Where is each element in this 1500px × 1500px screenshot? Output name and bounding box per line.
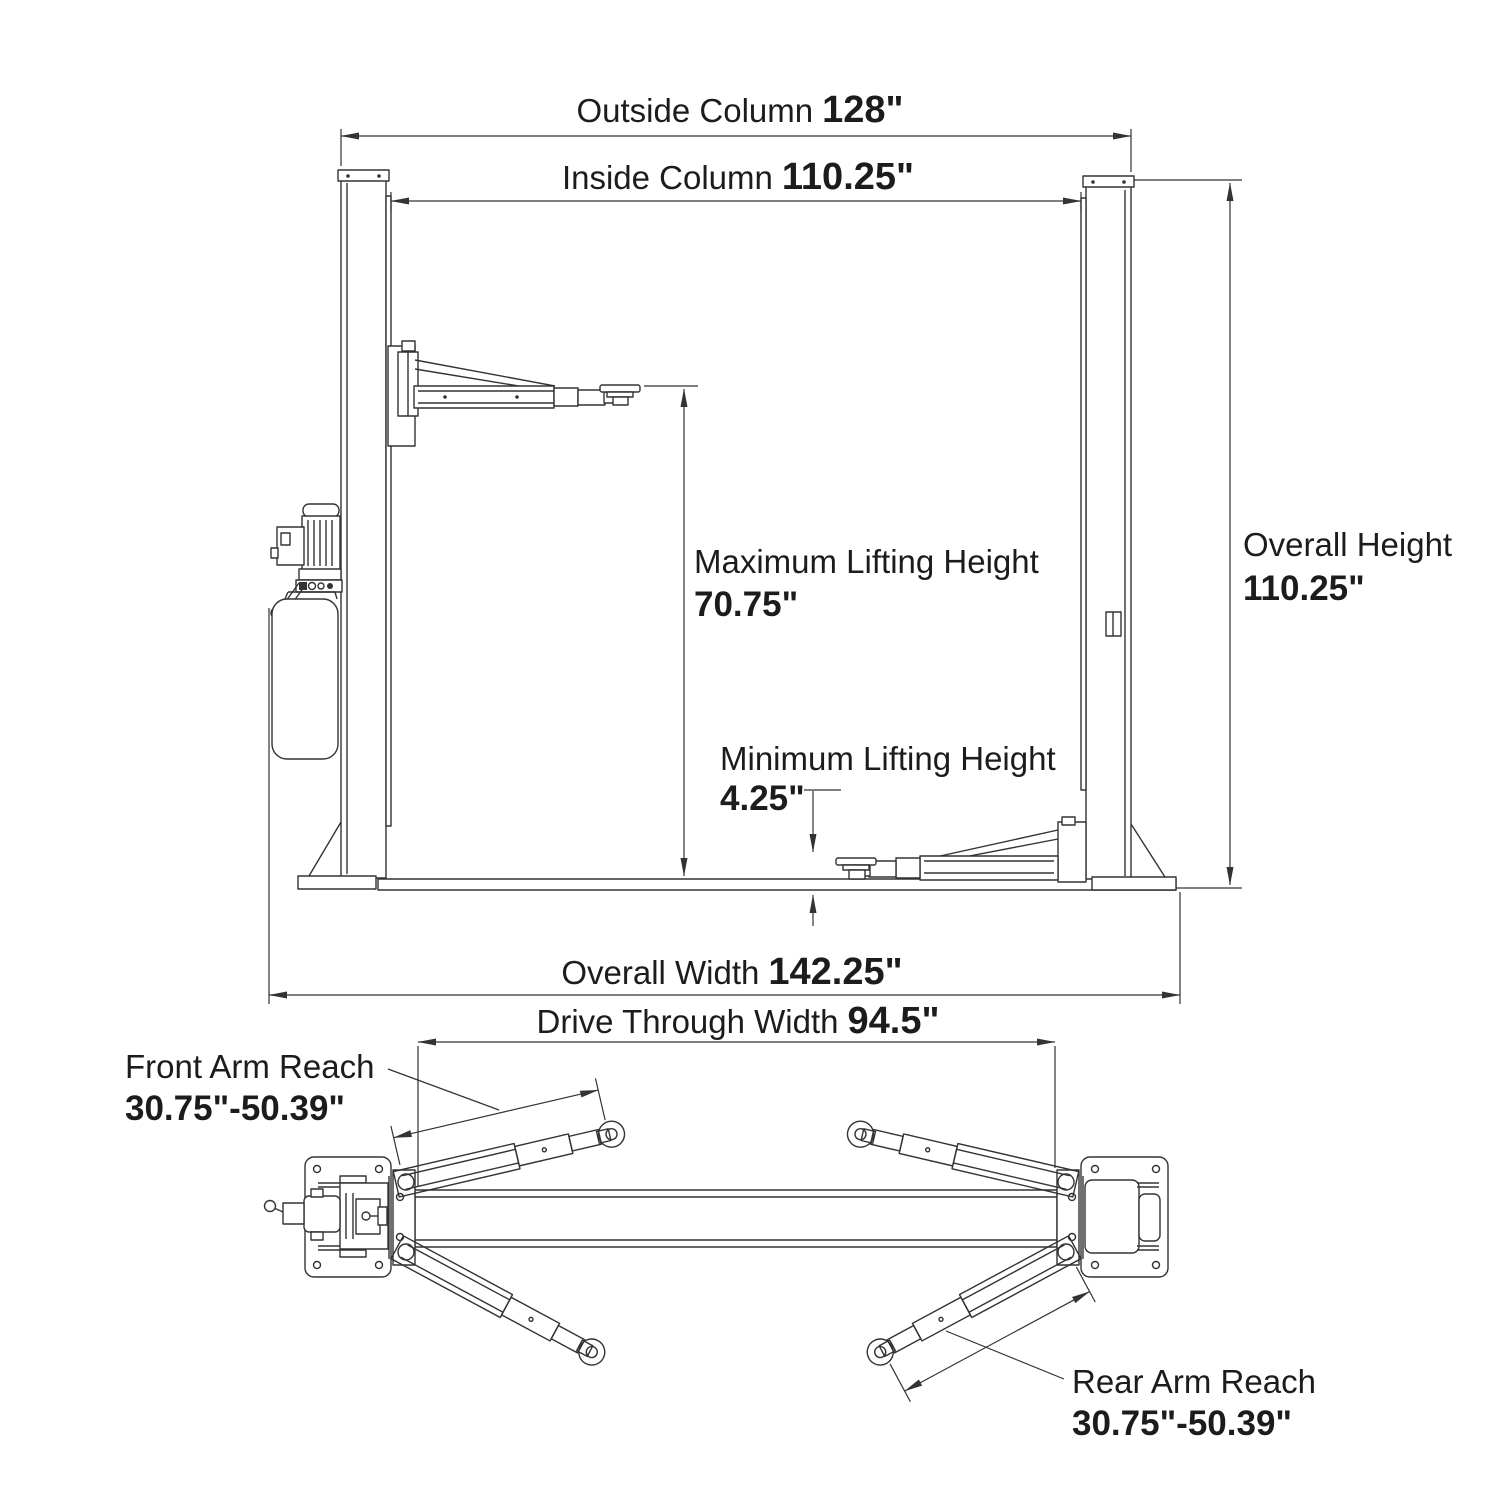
rear-left-arm [390, 1235, 611, 1371]
rear-right-arm [861, 1235, 1082, 1371]
front-arm-reach-leader [387, 1068, 500, 1111]
raised-lift-arm [387, 340, 641, 447]
right-column [1080, 175, 1135, 881]
max-lifting-height-value: 70.75" [694, 585, 798, 624]
overall-height-value: 110.25" [1243, 569, 1365, 608]
right-column-plan [1084, 1179, 1161, 1254]
dim-overall-height [1134, 179, 1242, 889]
power-unit-front [270, 503, 343, 760]
dim-inside-column [390, 192, 1082, 212]
dim-front-arm-reach [390, 1078, 606, 1166]
left-column [337, 169, 392, 879]
dim-overall-width [268, 608, 1181, 1004]
rear-arm-reach-value: 30.75"-50.39" [1072, 1404, 1292, 1443]
power-unit-plan [263, 1175, 389, 1258]
overall-height-label: Overall Height [1243, 526, 1452, 563]
rear-arm-reach-label: Rear Arm Reach [1072, 1363, 1316, 1400]
base-and-floor [297, 821, 1177, 891]
front-arm-reach-value: 30.75"-50.39" [125, 1089, 345, 1128]
front-view-dimensions [268, 129, 1242, 1004]
floor-beam-plan [414, 1189, 1058, 1248]
dim-max-lifting-height [644, 385, 698, 877]
min-lifting-height-label: Minimum Lifting Height [720, 740, 1056, 777]
min-lifting-height-value: 4.25" [720, 779, 805, 818]
lift-front-view-drawing [270, 169, 1177, 891]
rear-arm-reach-leader [945, 1330, 1065, 1380]
dim-rear-arm-reach [889, 1266, 1096, 1402]
right-carriage-plan [1056, 1169, 1084, 1266]
max-lifting-height-label: Maximum Lifting Height [694, 543, 1039, 580]
lift-plan-view-drawing [263, 1046, 1169, 1371]
oil-reservoir [271, 598, 339, 760]
dim-outside-column [340, 129, 1132, 172]
left-carriage-plan [388, 1169, 416, 1266]
dim-min-lifting-height [804, 789, 841, 926]
front-arm-reach-label: Front Arm Reach [125, 1048, 374, 1085]
front-left-arm [392, 1117, 628, 1198]
plan-view-dimensions [387, 1038, 1096, 1402]
front-right-arm [844, 1117, 1080, 1198]
lowered-lift-arm [835, 816, 1087, 883]
